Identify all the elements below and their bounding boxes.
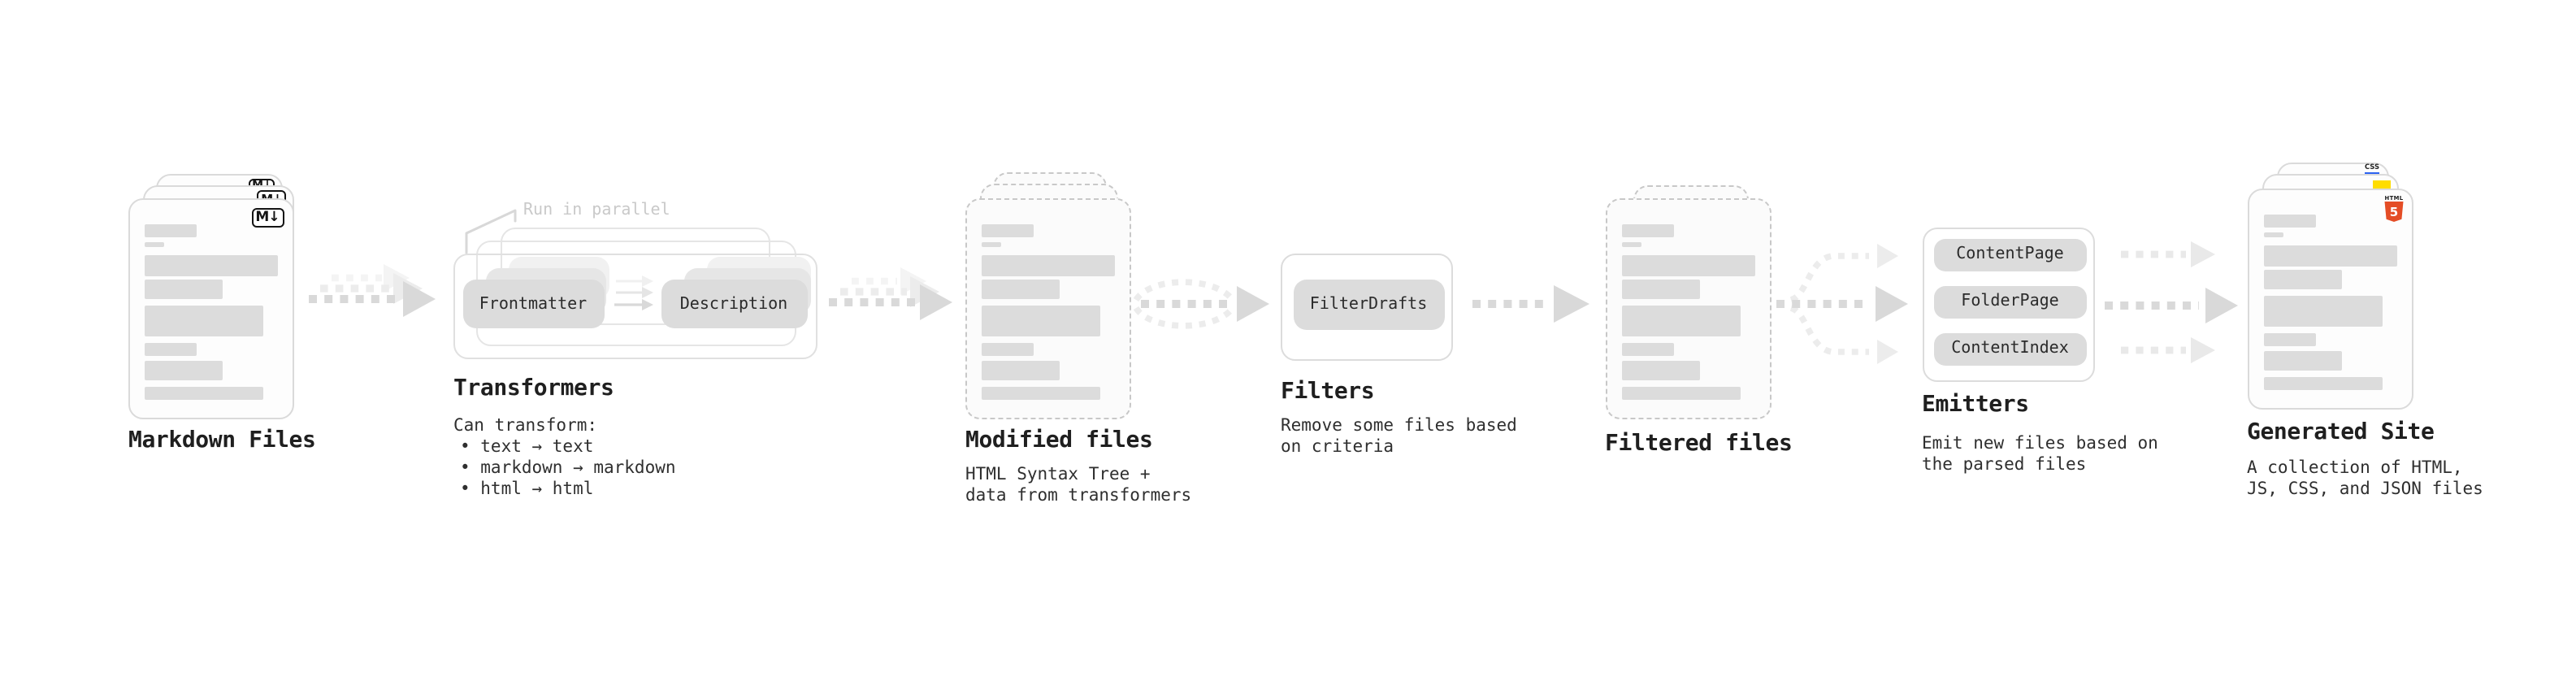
description-line: Can transform: [453,415,598,435]
generated-file-card-html: HTML 5 [2247,188,2413,410]
description-line: • markdown → markdown [460,458,676,478]
skeleton-bar [982,306,1100,336]
skeleton-bar [982,342,1034,355]
skeleton-bar [2263,245,2396,266]
skeleton-bar [2263,332,2315,345]
skeleton-bar [2263,296,2382,327]
stage-title-modified-files: Modified files [965,427,1153,453]
skeleton-bar [2263,215,2315,227]
transformers-description: Can transform: • text → text • markdown … [453,415,676,501]
skeleton-bar [2263,350,2341,370]
description-line: Emit new files based on [1922,433,2158,453]
arrow-transformers-to-modified [829,267,952,320]
arrow-markdown-to-transformers [309,264,436,317]
contentindex-node: ContentIndex [1933,332,2087,366]
frontmatter-node: Frontmatter [462,280,604,328]
description-line: data from transformers [965,485,1192,505]
skeleton-bar [1621,279,1699,298]
stage-title-filtered-files: Filtered files [1605,430,1793,456]
modified-file-card-front [965,197,1131,419]
skeleton-bar [1621,254,1754,275]
arrow-filtered-to-emitters [1776,244,1908,364]
description-line: • text → text [460,436,594,457]
filterdrafts-node: FilterDrafts [1293,280,1444,330]
stage-title-generated-site: Generated Site [2247,419,2435,445]
skeleton-bar [145,224,197,236]
skeleton-bar [145,242,164,247]
arrow-frontmatter-to-description [614,275,653,310]
stage-title-filters: Filters [1281,379,1375,405]
skeleton-bar [1621,306,1740,336]
skeleton-bar [982,386,1100,399]
skeleton-bar [1621,360,1699,380]
filtered-file-card-front [1605,197,1772,419]
description-node: Description [661,280,807,328]
skeleton-bar [982,360,1060,380]
filters-description: Remove some files based on criteria [1281,416,1517,459]
arrow-modified-to-filters [1133,279,1269,329]
modified-files-description: HTML Syntax Tree + data from transformer… [965,464,1191,507]
skeleton-bar [1621,342,1673,355]
markdown-file-card-front: M↓ [128,197,294,419]
run-in-parallel-annotation: Run in parallel [523,201,670,219]
arrow-filters-to-filtered [1472,285,1589,323]
emitters-description: Emit new files based on the parsed files [1922,433,2158,476]
skeleton-bar [982,242,1001,247]
description-line: JS, CSS, and JSON files [2247,479,2483,499]
skeleton-bar [1621,224,1673,236]
contentpage-node: ContentPage [1933,238,2087,271]
description-line: HTML Syntax Tree + [965,464,1151,484]
skeleton-bar [2263,376,2382,389]
skeleton-bar [145,306,263,336]
arrow-emitters-to-generated [2105,241,2238,363]
css-icon: CSS [2361,162,2383,174]
js-icon [2373,180,2391,188]
stage-title-transformers: Transformers [453,375,614,401]
markdown-icon: M↓ [251,208,284,228]
skeleton-bar [2263,232,2283,237]
skeleton-bar [145,360,223,380]
transformer-container-front [453,253,817,359]
skeleton-bar [1621,386,1740,399]
description-line: Remove some files based [1281,416,1517,436]
skeleton-bar [145,386,263,399]
skeleton-bar [145,279,223,298]
html5-icon: HTML 5 [2384,195,2404,222]
skeleton-bar [982,279,1060,298]
skeleton-bar [2263,269,2341,288]
description-line: • html → html [460,479,594,500]
generated-site-description: A collection of HTML, JS, CSS, and JSON … [2247,458,2483,501]
skeleton-bar [982,254,1115,275]
stage-title-emitters: Emitters [1922,392,2029,418]
skeleton-bar [145,342,197,355]
skeleton-bar [145,254,278,275]
stage-title-markdown-files: Markdown Files [128,427,316,453]
skeleton-bar [982,224,1034,236]
description-line: A collection of HTML, [2247,458,2463,477]
description-line: on criteria [1281,437,1394,458]
run-in-parallel-leader-line [465,209,517,254]
description-line: the parsed files [1922,454,2087,475]
folderpage-node: FolderPage [1933,285,2087,319]
skeleton-bar [1621,242,1641,247]
